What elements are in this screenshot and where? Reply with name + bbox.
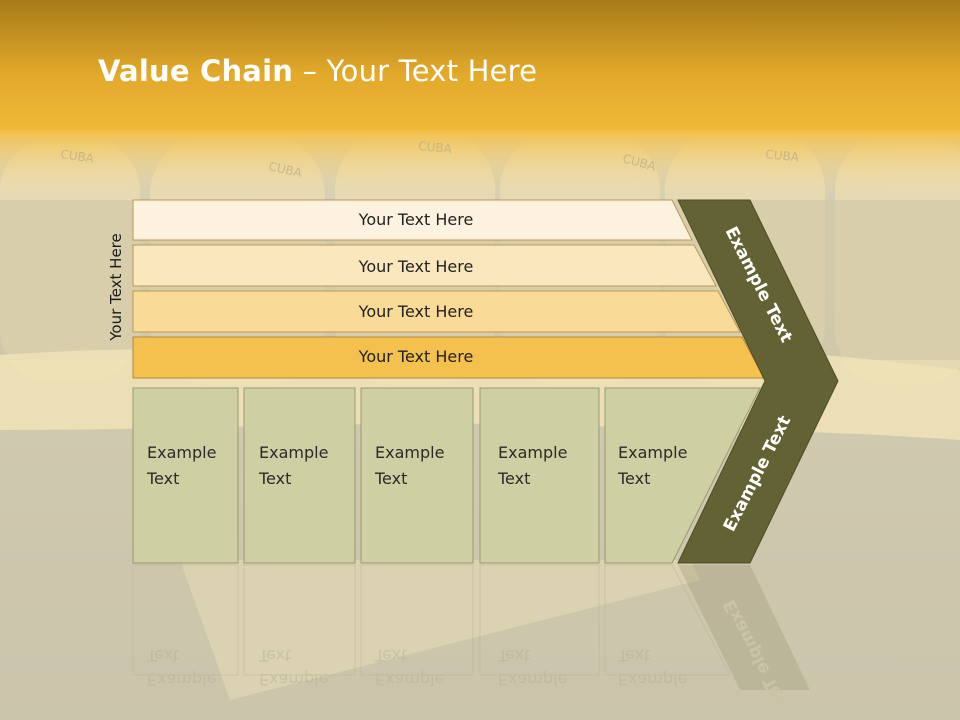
activity-box-2: Example Text xyxy=(243,387,356,564)
row-label: Your Text Here xyxy=(358,210,474,229)
reflection-line-1: Example xyxy=(147,670,216,689)
box-line-2: Text xyxy=(497,469,530,488)
activity-boxes: Example Text Example Text Example Text E… xyxy=(132,387,761,564)
reflection-chevron xyxy=(678,565,810,690)
reflection-line-1: Example xyxy=(375,670,444,689)
box-shape xyxy=(604,387,761,564)
row-shape xyxy=(132,290,741,333)
svg-text:CUBA: CUBA xyxy=(418,139,453,156)
reflection-line-2: Text xyxy=(258,646,291,665)
reflection-line-1: Example xyxy=(498,670,567,689)
activity-box-4: Example Text xyxy=(479,387,600,564)
box-line-1: Example xyxy=(498,443,567,462)
box-line-2: Text xyxy=(374,469,407,488)
title-rest-part: – Your Text Here xyxy=(293,54,538,88)
box-shape xyxy=(479,387,600,564)
box-line-1: Example xyxy=(618,443,687,462)
box-line-2: Text xyxy=(258,469,291,488)
slide-title: Value Chain – Your Text Here xyxy=(98,54,537,88)
margin-chevron: Example Text Example Text xyxy=(677,199,839,564)
svg-text:CUBA: CUBA xyxy=(60,147,96,166)
title-bold-part: Value Chain xyxy=(98,54,294,88)
row-label: Your Text Here xyxy=(358,347,474,366)
primary-row-1: Your Text Here xyxy=(132,199,693,241)
primary-rows: Your Text Here Your Text Here Your Text … xyxy=(132,199,765,379)
activity-box-5: Example Text xyxy=(604,387,761,564)
reflection-box-2 xyxy=(243,564,356,676)
reflection-line-1: Example xyxy=(618,670,687,689)
row-shape xyxy=(132,244,717,287)
reflection-line-2: Text xyxy=(617,646,650,665)
primary-row-4: Your Text Here xyxy=(132,336,765,379)
reflection-line-1: Example xyxy=(259,670,328,689)
box-shape xyxy=(243,387,356,564)
reflection-line-2: Text xyxy=(146,646,179,665)
activity-box-3: Example Text xyxy=(360,387,474,564)
row-shape xyxy=(132,199,693,241)
box-line-1: Example xyxy=(259,443,328,462)
box-shape xyxy=(360,387,474,564)
box-line-1: Example xyxy=(375,443,444,462)
primary-row-3: Your Text Here xyxy=(132,290,741,333)
diagram-reflection: Example Text Example Text Example Text E… xyxy=(132,564,810,718)
row-label: Your Text Here xyxy=(358,257,474,276)
reflection-line-2: Text xyxy=(374,646,407,665)
reflection-box-3 xyxy=(360,564,474,676)
box-line-2: Text xyxy=(146,469,179,488)
chevron-shape xyxy=(677,199,839,564)
box-line-1: Example xyxy=(147,443,216,462)
svg-text:CUBA: CUBA xyxy=(765,147,801,165)
activity-box-1: Example Text xyxy=(132,387,239,564)
row-label: Your Text Here xyxy=(358,302,474,321)
reflection-box-4 xyxy=(479,564,600,676)
reflection-box-5 xyxy=(604,564,731,676)
box-line-2: Text xyxy=(617,469,650,488)
reflection-box-1 xyxy=(132,564,239,676)
svg-text:CUBA: CUBA xyxy=(267,159,304,180)
reflection-line-2: Text xyxy=(497,646,530,665)
primary-row-2: Your Text Here xyxy=(132,244,717,287)
box-shape xyxy=(132,387,239,564)
